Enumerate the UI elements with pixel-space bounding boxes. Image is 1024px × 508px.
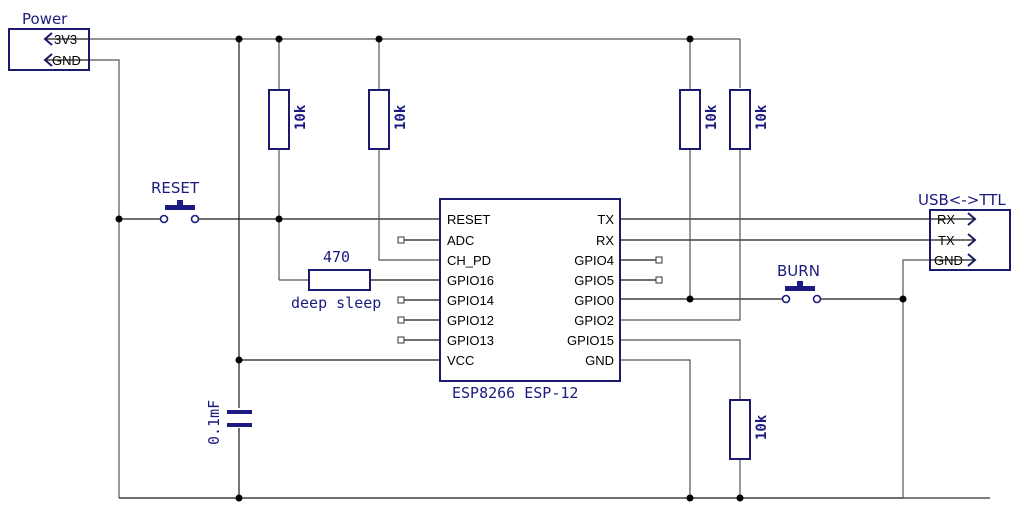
junction-dot <box>736 494 744 502</box>
chip-pin-label: RESET <box>447 212 490 227</box>
resistor-r-reset: 10k <box>268 89 309 150</box>
power-connector: Power 3V3 GND <box>8 10 90 71</box>
capacitor-value: 0.1mF <box>205 400 223 445</box>
resistor-value: 470 <box>323 248 350 266</box>
nc-marker-gpio5 <box>655 276 663 284</box>
chip-pin-label: GPIO13 <box>447 333 494 348</box>
capacitor: 0.1mF <box>205 400 252 445</box>
chip-pin-label: VCC <box>447 353 474 368</box>
chip-pin-label: GPIO15 <box>567 333 614 348</box>
button-contact <box>190 214 200 224</box>
junction-dot <box>899 295 907 303</box>
chip-pin-label: TX <box>597 212 614 227</box>
wire-power-gnd <box>88 59 120 498</box>
no-connect-markers <box>397 236 663 344</box>
capacitor-plate <box>227 410 252 414</box>
resistor-body <box>729 89 751 150</box>
resistor-note: deep sleep <box>291 294 381 312</box>
esp8266-chip: RESET ADC CH_PD GPIO16 GPIO14 GPIO12 GPI… <box>439 198 621 402</box>
junction-dot <box>686 494 694 502</box>
chip-pin-label: RX <box>596 233 614 248</box>
reset-button-label: RESET <box>151 179 200 197</box>
chip-body <box>439 198 621 382</box>
chip-pin-label: GPIO5 <box>574 273 614 288</box>
button-actuator <box>165 205 195 210</box>
resistor-body <box>268 89 290 150</box>
chip-pin-label: GPIO12 <box>447 313 494 328</box>
button-contact <box>159 214 169 224</box>
button-contact <box>812 294 822 304</box>
resistor-body <box>679 89 701 150</box>
nc-marker-adc <box>397 236 405 244</box>
resistor-r-gpio15: 10k <box>729 399 770 460</box>
resistor-body <box>368 89 390 150</box>
usb-ttl-label: USB<->TTL <box>918 191 1006 209</box>
junction-dot <box>235 35 243 43</box>
resistor-value: 10k <box>754 414 770 440</box>
button-actuator <box>785 286 815 291</box>
reset-button: RESET <box>151 179 200 224</box>
button-contact <box>781 294 791 304</box>
resistor-body <box>308 269 371 291</box>
wire-usb-gnd <box>902 259 930 498</box>
chip-pin-label: ADC <box>447 233 474 248</box>
resistor-r-gpio0: 10k <box>679 89 720 150</box>
capacitor-plate <box>227 423 252 427</box>
chip-right-pins: TX RX GPIO4 GPIO5 GPIO0 GPIO2 GPIO15 GND <box>567 212 614 368</box>
wire-r-gpio2-bottom <box>620 149 741 321</box>
junctions <box>115 35 907 502</box>
usb-ttl-connector: USB<->TTL RX TX GND <box>918 191 1011 271</box>
resistor-body <box>729 399 751 460</box>
junction-dot <box>275 215 283 223</box>
resistor-value: 10k <box>293 104 309 130</box>
wire-chip-gnd <box>620 359 691 498</box>
button-actuator-stem <box>177 200 183 206</box>
burn-button-label: BURN <box>777 262 820 280</box>
junction-dot <box>375 35 383 43</box>
junction-dot <box>115 215 123 223</box>
junction-dot <box>235 356 243 364</box>
wire-r-chpd-bottom <box>378 149 440 261</box>
resistor-value: 10k <box>704 104 720 130</box>
chip-pin-label: GPIO14 <box>447 293 494 308</box>
chip-pin-label: CH_PD <box>447 253 491 268</box>
resistor-r-gpio2: 10k <box>729 89 770 150</box>
resistor-value: 10k <box>393 104 409 130</box>
nc-marker-gpio14 <box>397 296 405 304</box>
resistor-deep-sleep: 470 deep sleep <box>291 248 381 312</box>
chip-name-label: ESP8266 ESP-12 <box>452 384 578 402</box>
junction-dot <box>686 35 694 43</box>
chip-pin-label: GPIO4 <box>574 253 614 268</box>
nc-marker-gpio13 <box>397 336 405 344</box>
resistor-r-chpd: 10k <box>368 89 409 150</box>
wire-gpio15 <box>620 339 741 400</box>
wires <box>88 38 990 499</box>
nc-marker-gpio12 <box>397 316 405 324</box>
nc-marker-gpio4 <box>655 256 663 264</box>
button-actuator-stem <box>797 281 803 287</box>
chip-pin-label: GPIO2 <box>574 313 614 328</box>
junction-dot <box>686 295 694 303</box>
power-connector-label: Power <box>22 10 68 28</box>
chip-left-pins: RESET ADC CH_PD GPIO16 GPIO14 GPIO12 GPI… <box>447 212 494 368</box>
junction-dot <box>235 494 243 502</box>
chip-pin-label: GPIO16 <box>447 273 494 288</box>
junction-dot <box>275 35 283 43</box>
burn-button: BURN <box>777 262 822 304</box>
chip-pin-label: GND <box>585 353 614 368</box>
resistor-value: 10k <box>754 104 770 130</box>
chip-pin-label: GPIO0 <box>574 293 614 308</box>
